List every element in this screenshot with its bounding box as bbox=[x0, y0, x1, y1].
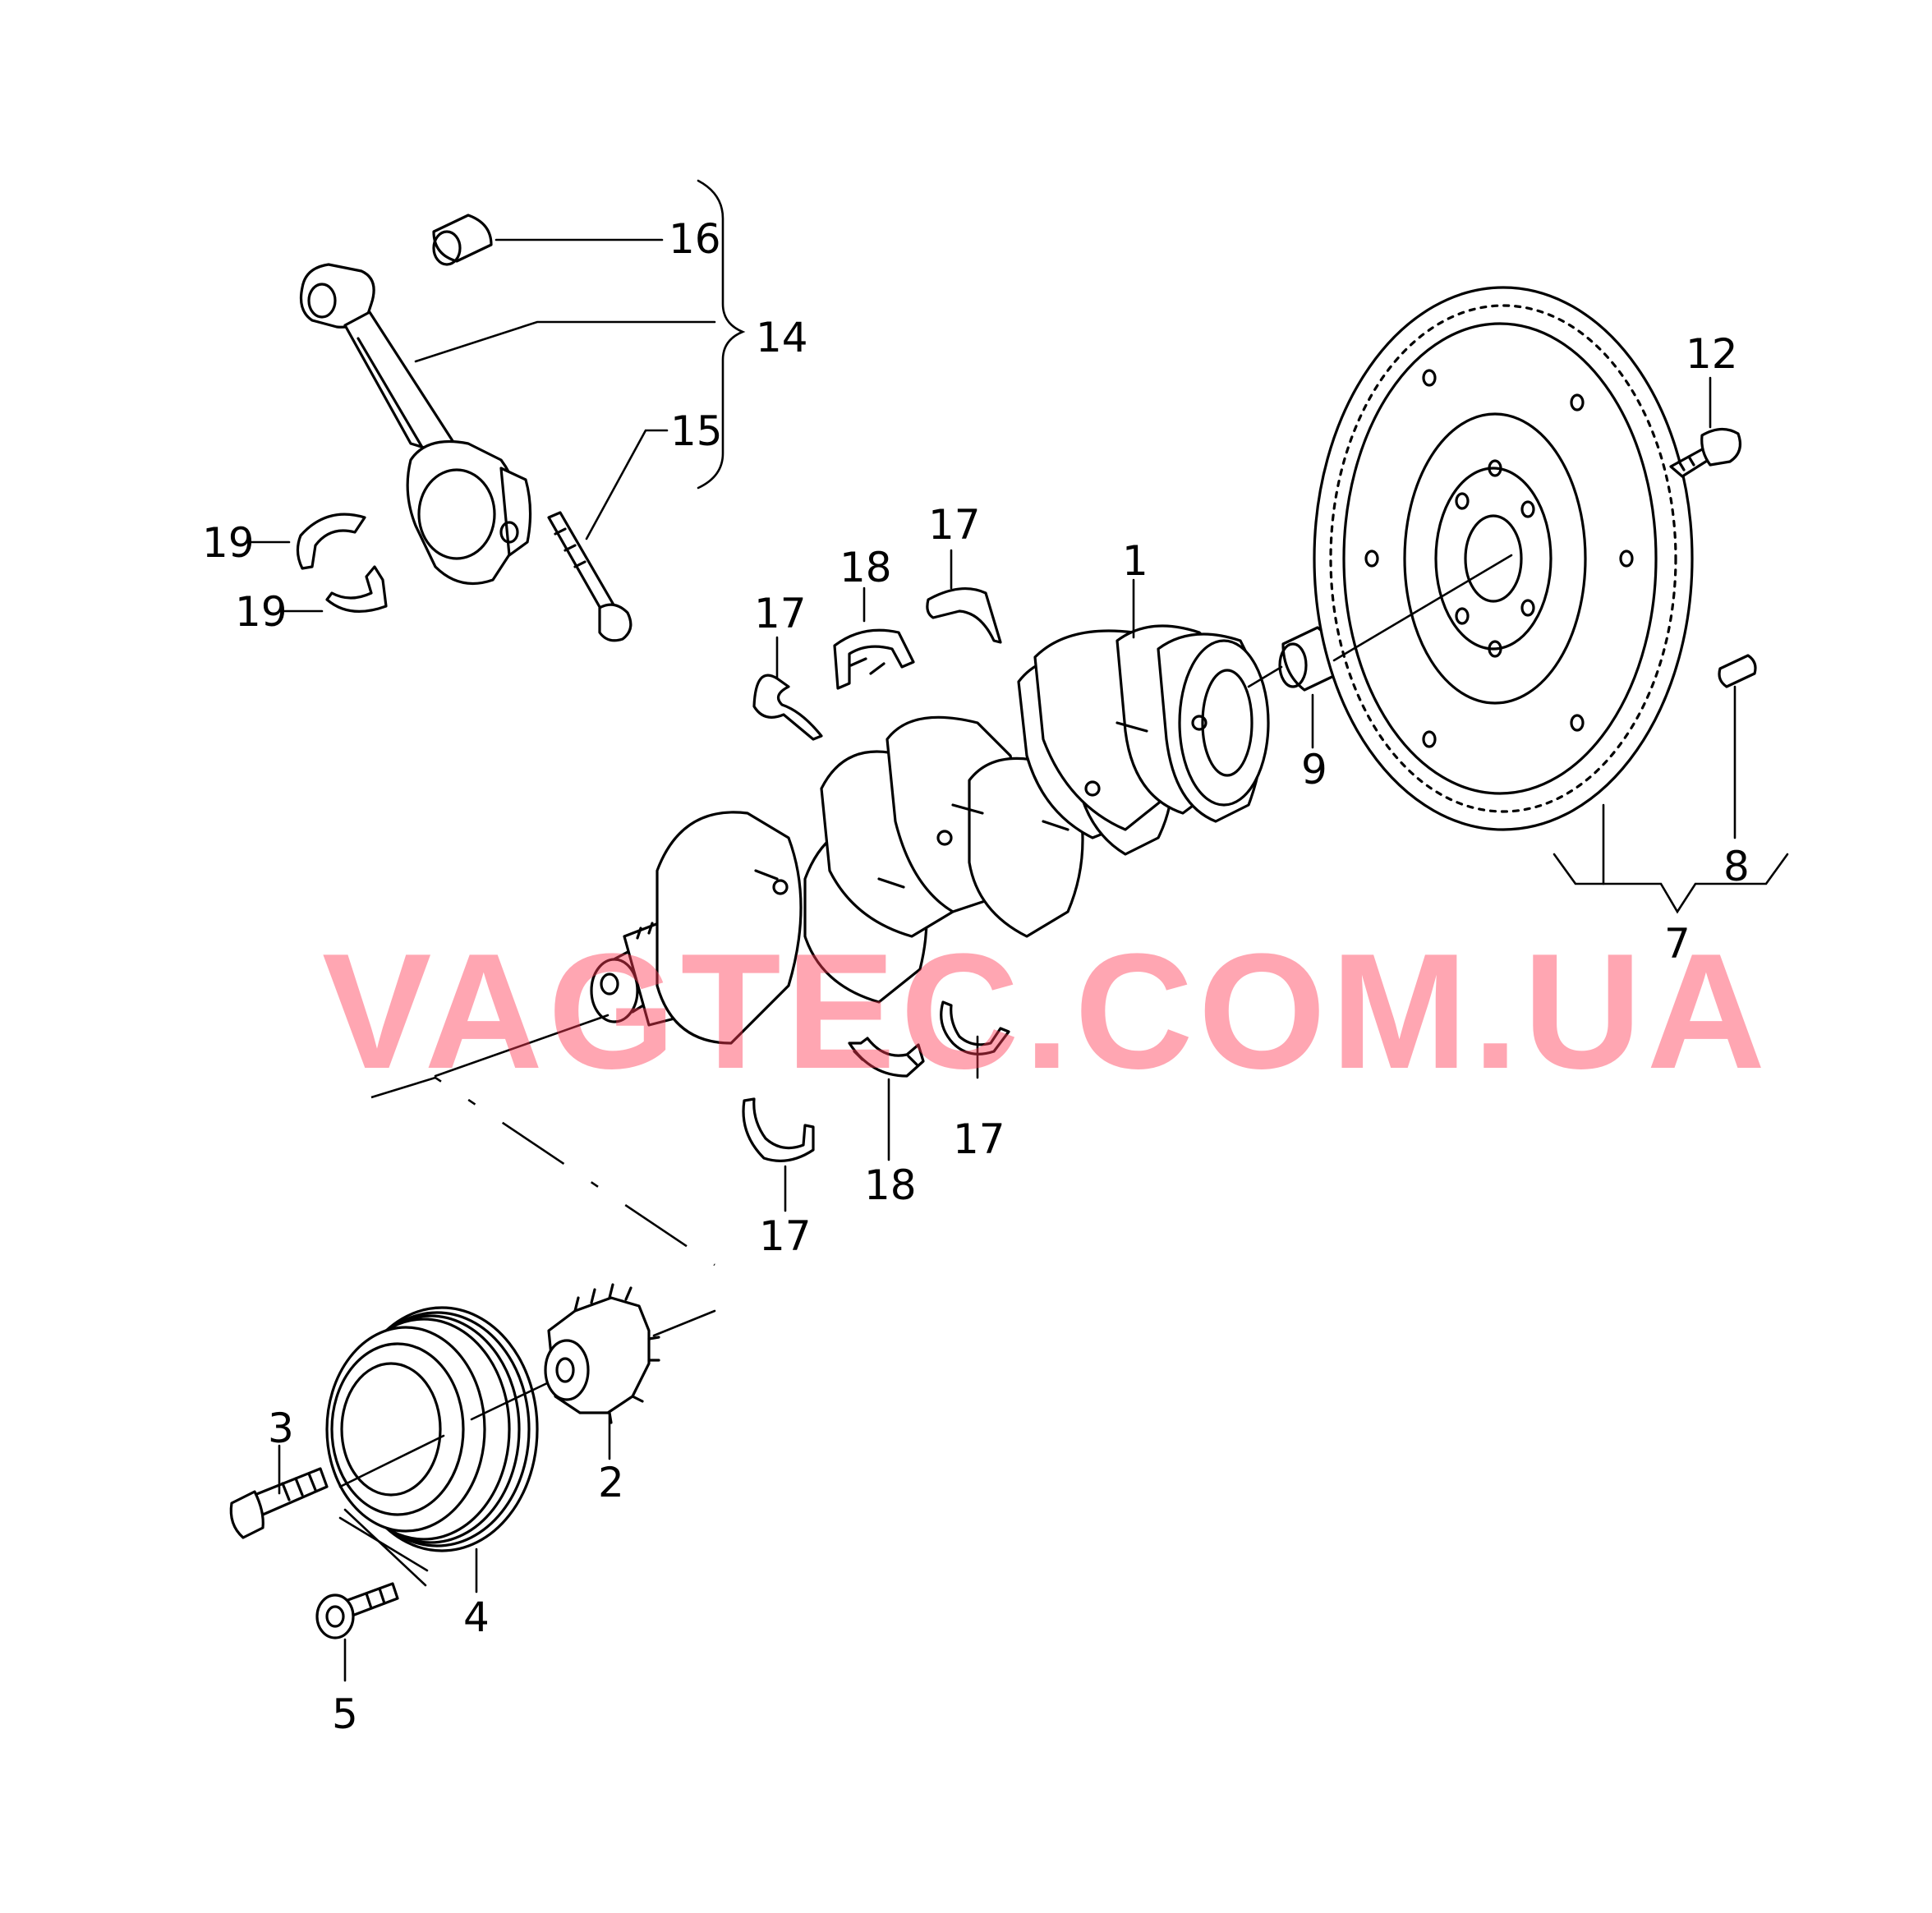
callout-17-bottom-left: 17 bbox=[759, 1212, 812, 1260]
crankshaft bbox=[590, 624, 1270, 1045]
callout-14: 14 bbox=[756, 314, 808, 361]
callout-19-upper: 19 bbox=[202, 519, 255, 567]
callout-2: 2 bbox=[598, 1459, 624, 1506]
callout-17-bottom-right: 17 bbox=[953, 1115, 1005, 1163]
rod-bolt bbox=[547, 511, 632, 642]
connecting-rod bbox=[299, 263, 532, 586]
belt-pulley bbox=[325, 1306, 539, 1552]
rod-bushing bbox=[432, 214, 493, 266]
leader-lines bbox=[250, 179, 1789, 1682]
pulley-bolt bbox=[229, 1467, 329, 1539]
callout-8: 8 bbox=[1723, 843, 1750, 890]
main-bearing-shells bbox=[833, 628, 925, 1078]
watermark-text: VAGTEC.COM.UA bbox=[322, 920, 1770, 1103]
rod-bearing-shells bbox=[296, 513, 388, 613]
crankshaft-sprocket bbox=[544, 1283, 660, 1424]
callout-15: 15 bbox=[670, 407, 723, 455]
callout-18-top: 18 bbox=[840, 544, 892, 591]
pulley-bolt-small bbox=[315, 1582, 399, 1639]
callout-17-top-left: 17 bbox=[754, 590, 807, 637]
callout-1: 1 bbox=[1122, 537, 1148, 585]
thrust-washers bbox=[742, 587, 1010, 1162]
callout-4: 4 bbox=[463, 1593, 490, 1641]
flywheel-bolt bbox=[1669, 427, 1741, 478]
callout-19-lower: 19 bbox=[235, 588, 288, 636]
callout-16: 16 bbox=[669, 215, 721, 263]
assembly-axis bbox=[338, 554, 1513, 1587]
callout-17-top-right: 17 bbox=[928, 501, 981, 549]
flywheel bbox=[1313, 286, 1694, 831]
dowel-pin bbox=[1718, 654, 1757, 688]
callout-18-bottom: 18 bbox=[864, 1161, 917, 1209]
callout-7: 7 bbox=[1664, 920, 1690, 968]
callout-3: 3 bbox=[268, 1405, 294, 1452]
callout-labels: 1 2 3 4 5 7 8 9 12 14 15 16 17 17 17 17 … bbox=[202, 215, 1750, 1738]
callout-9: 9 bbox=[1301, 746, 1327, 793]
callout-12: 12 bbox=[1686, 330, 1738, 378]
callout-5: 5 bbox=[332, 1690, 358, 1738]
